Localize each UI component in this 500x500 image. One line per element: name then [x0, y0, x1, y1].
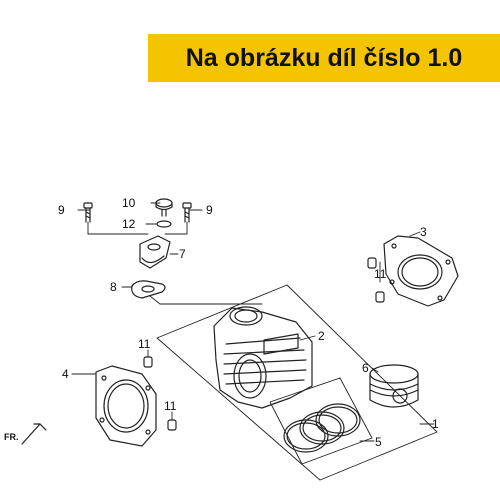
small-gasket	[131, 280, 166, 299]
callout-11-lower: 11	[164, 399, 177, 413]
ring-set-frame	[269, 377, 373, 465]
leader-lines	[71, 202, 435, 442]
callout-6: 6	[362, 361, 369, 375]
callout-8: 8	[110, 280, 117, 294]
callout-11-right: 11	[374, 267, 387, 281]
callout-11-upper: 11	[138, 337, 151, 351]
callout-5: 5	[375, 435, 382, 449]
callout-4: 4	[62, 367, 69, 381]
callout-9-left: 9	[58, 203, 65, 217]
dowel-pin-upper-left	[143, 356, 153, 368]
cylinder-gasket-top	[383, 235, 459, 307]
callout-10: 10	[122, 196, 136, 210]
callout-3: 3	[420, 225, 427, 239]
cylinder-assembly-frame	[156, 284, 438, 481]
cylinder-gasket-base	[95, 365, 157, 447]
banner-text: Na obrázku díl číslo 1.0	[185, 43, 463, 72]
bolt-left	[83, 202, 93, 223]
tensioner-housing	[139, 235, 171, 269]
direction-label: FR.	[4, 432, 19, 442]
bolt-center	[155, 198, 173, 217]
dowel-pins-right	[367, 257, 385, 303]
piston	[369, 364, 419, 408]
callout-1: 1	[432, 417, 439, 431]
callout-2: 2	[318, 329, 325, 343]
dowel-pin-lower-left	[167, 419, 177, 431]
callout-12: 12	[122, 217, 136, 231]
callout-9-right: 9	[206, 203, 213, 217]
part-number-banner: Na obrázku díl číslo 1.0	[148, 34, 500, 82]
callout-7: 7	[179, 247, 186, 261]
o-ring	[156, 220, 172, 228]
bolt-right	[182, 202, 192, 223]
piston-rings	[283, 403, 361, 453]
front-direction-arrow	[21, 423, 47, 445]
cylinder-block	[213, 306, 313, 409]
small-gasket-hole	[141, 285, 155, 293]
